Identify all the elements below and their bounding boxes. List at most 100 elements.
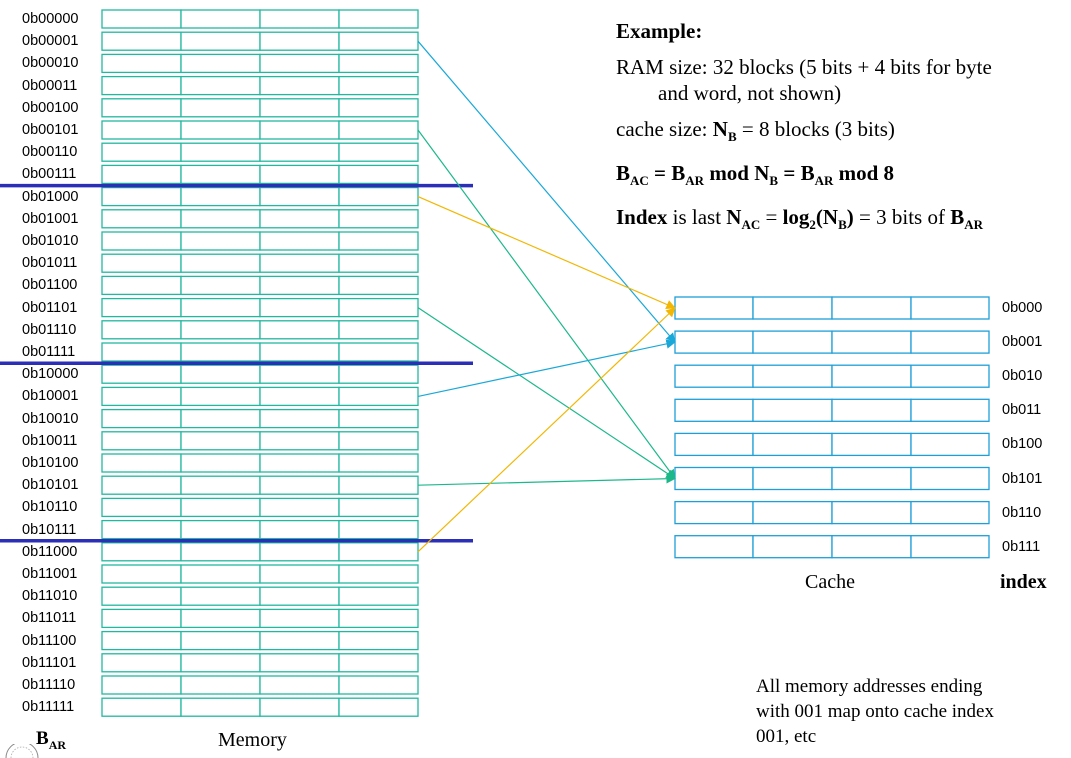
- memory-word-cell: [338, 564, 419, 584]
- memory-word-cell: [338, 75, 419, 96]
- memory-word-cell: [259, 275, 340, 296]
- memory-word-cell: [101, 431, 182, 451]
- memory-word-cell: [180, 408, 261, 429]
- cache-word-cell: [752, 398, 833, 422]
- memory-word-cell: [338, 53, 419, 74]
- memory-word-cell: [259, 453, 340, 473]
- cache-word-cell: [910, 500, 990, 525]
- cache-word-cell: [831, 296, 912, 320]
- memory-block: [101, 164, 419, 185]
- cache-word-cell: [752, 500, 833, 525]
- cache-line: [674, 330, 990, 354]
- memory-block: [101, 253, 419, 273]
- memory-word-cell: [180, 586, 261, 606]
- cache-word-cell: [752, 535, 833, 559]
- memory-word-cell: [338, 31, 419, 51]
- cache-index-label: 0b101: [1002, 470, 1043, 487]
- memory-word-cell: [338, 98, 419, 118]
- memory-word-cell: [338, 342, 419, 362]
- memory-address-label: 0b01111: [22, 344, 76, 360]
- cache-word-cell: [674, 500, 754, 525]
- memory-address-label: 0b01101: [22, 299, 78, 316]
- memory-word-cell: [180, 53, 261, 74]
- cache-word-cell: [910, 466, 990, 491]
- memory-word-cell: [101, 519, 182, 540]
- memory-address-label: 0b11110: [22, 677, 76, 693]
- memory-word-cell: [101, 142, 182, 162]
- memory-word-cell: [338, 364, 419, 384]
- memory-word-cell: [101, 697, 182, 717]
- memory-block: [101, 675, 419, 695]
- memory-word-cell: [338, 542, 419, 562]
- memory-word-cell: [259, 431, 340, 451]
- cache-word-cell: [752, 296, 833, 320]
- memory-block: [101, 497, 419, 518]
- memory-word-cell: [338, 231, 419, 251]
- memory-word-cell: [101, 120, 182, 140]
- memory-address-label: 0b10100: [22, 455, 79, 471]
- memory-word-cell: [338, 431, 419, 451]
- memory-word-cell: [338, 275, 419, 296]
- memory-block: [101, 475, 419, 495]
- cache-size-line: cache size: NB = 8 blocks (3 bits): [616, 117, 895, 145]
- address-axis-label: BAR: [36, 728, 67, 752]
- memory-word-cell: [101, 542, 182, 562]
- memory-word-cell: [259, 297, 340, 318]
- cache-word-cell: [674, 432, 754, 457]
- memory-word-cell: [180, 564, 261, 584]
- mapping-arrow: [417, 339, 676, 397]
- memory-word-cell: [259, 209, 340, 229]
- memory-word-cell: [259, 164, 340, 185]
- memory-block: [101, 275, 419, 296]
- memory-block: [101, 53, 419, 74]
- separator-lines: [0, 183, 473, 543]
- index-caption: index: [1000, 571, 1047, 593]
- memory-word-cell: [259, 475, 340, 495]
- memory-block: [101, 120, 419, 140]
- memory-word-cell: [180, 120, 261, 140]
- memory-word-cell: [259, 697, 340, 717]
- memory-address-label: 0b11101: [22, 654, 77, 671]
- memory-word-cell: [338, 408, 419, 429]
- memory-block: [101, 386, 419, 407]
- memory-block: [101, 542, 419, 562]
- memory-word-cell: [101, 231, 182, 251]
- ram-size-line: RAM size: 32 blocks (5 bits + 4 bits for…: [616, 55, 992, 79]
- memory-word-cell: [180, 431, 261, 451]
- memory-address-label: 0b01010: [22, 233, 79, 249]
- memory-block: [101, 408, 419, 429]
- memory-block: [101, 431, 419, 451]
- memory-word-cell: [101, 209, 182, 229]
- memory-block: [101, 653, 419, 673]
- memory-word-cell: [101, 475, 182, 495]
- mapping-arrow: [417, 307, 676, 553]
- cache-word-cell: [752, 330, 833, 354]
- memory-block: [101, 453, 419, 473]
- memory-word-cell: [101, 253, 182, 273]
- memory-word-cell: [259, 75, 340, 96]
- cache-line: [674, 398, 990, 422]
- index-bits-line: Index is last NAC = log2(NB) = 3 bits of…: [616, 205, 983, 233]
- memory-address-label: 0b11001: [22, 566, 78, 582]
- memory-address-label: 0b01011: [22, 255, 78, 272]
- memory-word-cell: [338, 320, 419, 340]
- memory-word-cell: [180, 653, 261, 673]
- memory-word-cell: [101, 497, 182, 518]
- memory-word-cell: [180, 9, 261, 29]
- memory-word-cell: [259, 630, 340, 651]
- memory-address-label: 0b00111: [22, 166, 77, 183]
- cache-line: [674, 296, 990, 320]
- memory-word-cell: [101, 608, 182, 629]
- university-seal-icon: [5, 744, 39, 758]
- memory-word-cell: [259, 53, 340, 74]
- memory-word-cell: [338, 209, 419, 229]
- memory-word-cell: [180, 253, 261, 273]
- example-panel: Example: RAM size: 32 blocks (5 bits + 4…: [616, 18, 1068, 249]
- memory-word-cell: [338, 586, 419, 606]
- cache-index-label: 0b010: [1002, 368, 1043, 385]
- memory-word-cell: [101, 453, 182, 473]
- memory-block: [101, 209, 419, 229]
- memory-word-cell: [101, 31, 182, 51]
- mapping-arrow: [417, 473, 676, 486]
